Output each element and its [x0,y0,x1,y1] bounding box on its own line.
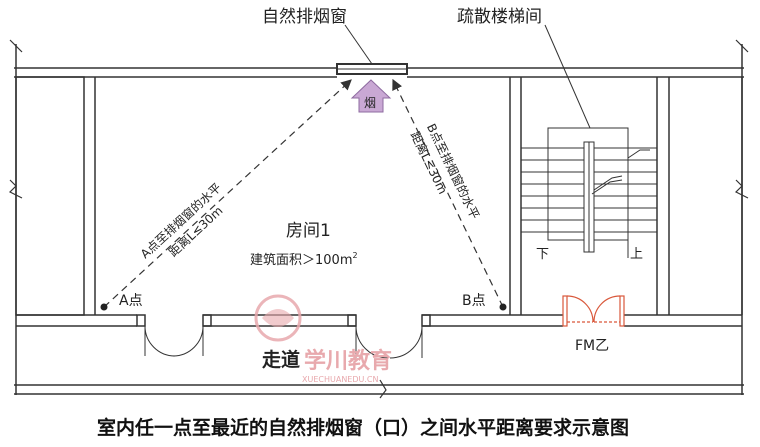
distance-line-a [103,79,352,308]
stair-leader [544,24,591,129]
smoke-window-label: 自然排烟窗 [262,7,347,27]
corridor-label: 走道 [262,348,300,371]
stair-down-label: 下 [536,247,549,262]
room-name: 房间1 [286,221,331,241]
note-b: B点至排烟窗的水平 距离L≤30m [408,121,483,221]
point-a-label: A点 [119,293,143,309]
stair-label: 疏散楼梯间 [457,7,542,27]
room-door-right [355,325,423,359]
watermark-text: 学川教育 [304,348,392,374]
exterior-walls [14,44,744,395]
fire-door [562,295,625,327]
room-area: 建筑面积＞100m2 [250,251,358,268]
point-b-marker [499,303,507,311]
note-a: A点至排烟窗的水平 距离L≤30m [137,180,225,262]
stair-treads [521,127,657,258]
room-door-left [144,325,204,357]
smoke-icon: 烟 [350,79,392,113]
caption: 室内任一点至最近的自然排烟窗（口）之间水平距离要求示意图 [97,416,629,439]
smoke-window [336,63,408,75]
watermark-logo [254,294,302,342]
fire-door-label: FM乙 [575,338,609,354]
point-b-label: B点 [462,293,486,309]
distance-line-b [392,78,504,308]
point-a-marker [100,303,108,311]
smoke-window-leader [344,24,373,65]
break-marks [8,39,749,399]
stair-up-label: 上 [630,247,643,262]
svg-text:烟: 烟 [364,96,376,110]
watermark-subtext: XUECHUANEDU.CN [302,375,379,384]
